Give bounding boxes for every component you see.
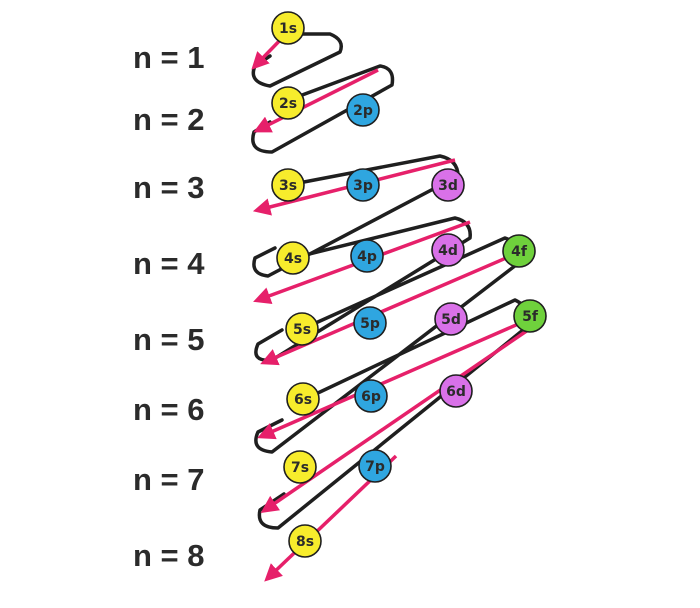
orbital-4d: 4d bbox=[431, 233, 465, 267]
orbital-label: 5p bbox=[360, 316, 380, 332]
orbital-circle bbox=[271, 11, 305, 45]
level-label-n8: n = 8 bbox=[133, 538, 205, 573]
orbital-5d: 5d bbox=[434, 302, 468, 336]
orbital-circle bbox=[285, 312, 319, 346]
orbital-label: 5s bbox=[293, 322, 311, 338]
orbital-circle bbox=[354, 379, 388, 413]
orbital-label: 3p bbox=[353, 178, 373, 194]
orbital-label: 6p bbox=[361, 389, 381, 405]
orbital-circle bbox=[276, 241, 310, 275]
orbital-6s: 6s bbox=[286, 382, 320, 416]
orbital-label: 8s bbox=[296, 534, 314, 550]
level-label-n6: n = 6 bbox=[133, 392, 205, 427]
orbital-circle bbox=[286, 382, 320, 416]
orbital-6p: 6p bbox=[354, 379, 388, 413]
orbital-circle bbox=[346, 168, 380, 202]
orbital-label: 2s bbox=[279, 96, 297, 112]
level-label-n7: n = 7 bbox=[133, 462, 205, 497]
orbital-8s: 8s bbox=[288, 524, 322, 558]
diagonal-arrow-6 bbox=[257, 316, 533, 440]
orbital-circle bbox=[513, 299, 547, 333]
orbital-7p: 7p bbox=[358, 449, 392, 483]
orbital-circle bbox=[434, 302, 468, 336]
orbital-circle bbox=[271, 86, 305, 120]
orbital-2p: 2p bbox=[346, 93, 380, 127]
orbital-label: 3s bbox=[279, 178, 297, 194]
orbital-6d: 6d bbox=[439, 374, 473, 408]
orbital-7s: 7s bbox=[283, 450, 317, 484]
orbital-label: 3d bbox=[438, 178, 458, 194]
orbital-label: 4s bbox=[284, 251, 302, 267]
orbital-5s: 5s bbox=[285, 312, 319, 346]
orbital-nodes: 1s 2s 2p 3s 3p 3d 4s 4p 4d 4f 5s 5p 5d 5f 6s 6p 6d 7s 7p 8s bbox=[271, 11, 547, 558]
orbital-circle bbox=[271, 168, 305, 202]
orbital-label: 2p bbox=[353, 103, 373, 119]
orbital-5f: 5f bbox=[513, 299, 547, 333]
orbital-circle bbox=[358, 449, 392, 483]
orbital-label: 7s bbox=[291, 460, 309, 476]
orbital-label: 7p bbox=[365, 459, 385, 475]
level-label-n5: n = 5 bbox=[133, 322, 205, 357]
level-labels: n = 1 n = 2 n = 3 n = 4 n = 5 n = 6 n = … bbox=[133, 40, 205, 573]
orbital-label: 4d bbox=[438, 243, 458, 259]
diagonal-arrow-2 bbox=[253, 68, 379, 133]
orbital-label: 4p bbox=[357, 249, 377, 265]
level-label-n3: n = 3 bbox=[133, 170, 205, 205]
orbital-circle bbox=[346, 93, 380, 127]
orbital-circle bbox=[439, 374, 473, 408]
orbital-4s: 4s bbox=[276, 241, 310, 275]
orbital-circle bbox=[288, 524, 322, 558]
diagonal-arrows bbox=[251, 32, 533, 582]
orbital-circle bbox=[350, 239, 384, 273]
orbital-circle bbox=[431, 233, 465, 267]
orbital-3s: 3s bbox=[271, 168, 305, 202]
orbital-3d: 3d bbox=[431, 168, 465, 202]
level-label-n4: n = 4 bbox=[133, 246, 205, 281]
orbital-label: 5f bbox=[522, 309, 539, 325]
orbital-1s: 1s bbox=[271, 11, 305, 45]
orbital-label: 4f bbox=[511, 244, 528, 260]
orbital-4p: 4p bbox=[350, 239, 384, 273]
orbital-label: 6d bbox=[446, 384, 466, 400]
orbital-4f: 4f bbox=[502, 234, 536, 268]
orbital-5p: 5p bbox=[353, 306, 387, 340]
orbital-2s: 2s bbox=[271, 86, 305, 120]
connector-path bbox=[251, 32, 531, 530]
orbital-label: 6s bbox=[294, 392, 312, 408]
orbital-label: 5d bbox=[441, 312, 461, 328]
level-label-n1: n = 1 bbox=[133, 40, 205, 75]
orbital-3p: 3p bbox=[346, 168, 380, 202]
orbital-circle bbox=[502, 234, 536, 268]
orbital-label: 1s bbox=[279, 21, 297, 37]
orbital-circle bbox=[353, 306, 387, 340]
orbital-circle bbox=[431, 168, 465, 202]
level-label-n2: n = 2 bbox=[133, 102, 205, 137]
orbital-circle bbox=[283, 450, 317, 484]
